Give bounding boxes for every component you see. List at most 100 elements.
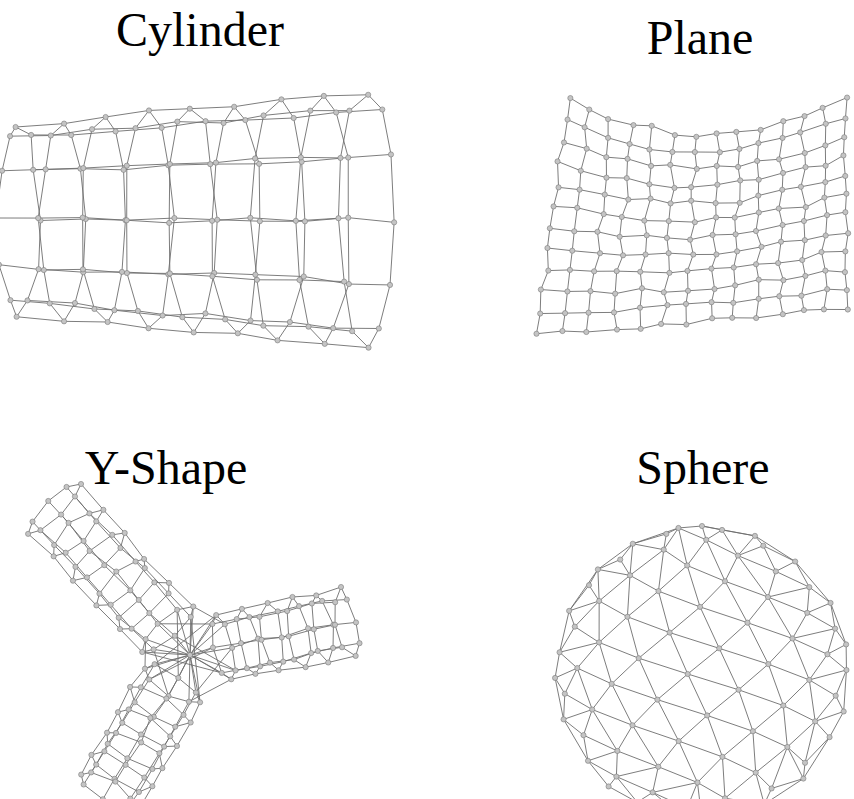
mesh-vertex	[704, 537, 709, 542]
mesh-edge	[800, 124, 826, 133]
mesh-edge	[739, 180, 740, 202]
mesh-vertex	[366, 92, 371, 97]
mesh-vertex	[287, 319, 292, 324]
mesh-edge	[61, 497, 75, 515]
mesh-edge	[612, 684, 633, 725]
mesh-edge	[190, 107, 234, 109]
mesh-vertex	[357, 641, 362, 646]
mesh-edge	[695, 217, 716, 222]
mesh-vertex	[705, 713, 710, 718]
mesh-edge	[190, 655, 200, 702]
mesh-edge	[290, 277, 304, 323]
mesh-edge	[640, 308, 642, 329]
mesh-vertex	[562, 311, 567, 316]
mesh-vertex	[84, 575, 89, 580]
mesh-edge	[116, 709, 129, 732]
mesh-edge	[783, 116, 804, 121]
mesh-edge	[129, 709, 151, 718]
mesh-vertex	[756, 296, 761, 301]
mesh-edge	[141, 718, 150, 742]
mesh-edge	[122, 220, 125, 272]
mesh-vertex	[820, 105, 825, 110]
mesh-edge	[658, 767, 697, 783]
mesh-vertex	[203, 311, 208, 316]
mesh-vertex	[561, 140, 566, 145]
mesh-vertex	[97, 591, 102, 596]
mesh-edge	[141, 687, 167, 698]
mesh-vertex	[232, 104, 237, 109]
mesh-vertex	[222, 622, 227, 627]
mesh-edge	[712, 317, 732, 318]
mesh-vertex	[261, 113, 266, 118]
mesh-edge	[651, 199, 671, 204]
mesh-vertex	[777, 294, 782, 299]
mesh-edge	[83, 129, 92, 168]
mesh-vertex	[81, 538, 86, 543]
mesh-edge	[259, 162, 302, 164]
mesh-vertex	[296, 604, 301, 609]
mesh-vertex	[692, 149, 697, 154]
mesh-edge	[620, 217, 622, 237]
mesh-edge	[627, 617, 638, 658]
mesh-vertex	[781, 278, 786, 283]
mesh-vertex	[604, 175, 609, 180]
mesh-vertex	[738, 178, 743, 183]
mesh-edge	[316, 587, 341, 595]
mesh-edge	[580, 190, 605, 195]
mesh-edge	[792, 629, 835, 639]
mesh-edge	[630, 550, 664, 576]
mesh-vertex	[714, 252, 719, 257]
mesh-vertex	[105, 741, 110, 746]
mesh-vertex	[187, 106, 192, 111]
mesh-edge	[691, 201, 695, 222]
mesh-vertex	[631, 123, 636, 128]
mesh-edge	[713, 234, 736, 236]
mesh-edge	[40, 530, 65, 552]
mesh-edge	[212, 163, 216, 221]
mesh-vertex	[801, 307, 806, 312]
mesh-vertex	[332, 622, 337, 627]
mesh-edge	[806, 166, 826, 167]
mesh-vertex	[36, 267, 41, 272]
mesh-vertex	[578, 168, 583, 173]
mesh-edge	[304, 221, 305, 276]
mesh-edge	[69, 513, 90, 522]
mesh-vertex	[759, 244, 764, 249]
mesh-vertex	[321, 93, 326, 98]
mesh-vertex	[717, 150, 722, 155]
mesh-vertex	[780, 187, 785, 192]
mesh-edge	[46, 136, 51, 170]
mesh-edge	[554, 187, 559, 206]
mesh-vertex	[823, 268, 828, 273]
mesh-edge	[800, 132, 805, 153]
mesh-vertex	[117, 626, 122, 631]
mesh-edge	[783, 221, 804, 225]
mesh-edge	[776, 562, 795, 572]
mesh-vertex	[736, 687, 741, 692]
mesh-edge	[83, 219, 85, 272]
mesh-vertex	[737, 200, 742, 205]
mesh-edge	[40, 219, 85, 221]
mesh-edge	[756, 263, 778, 264]
mesh-edge	[333, 328, 379, 329]
mesh-edge	[261, 636, 288, 639]
mesh-edge	[717, 132, 737, 134]
mesh-vertex	[801, 218, 806, 223]
shape-title: Y-Shape	[85, 442, 248, 495]
mesh-edge	[617, 751, 658, 767]
mesh-edge	[667, 238, 690, 240]
mesh-edge	[130, 590, 149, 613]
mesh-vertex	[803, 165, 808, 170]
mesh-edge	[697, 757, 722, 783]
mesh-edge	[126, 742, 142, 764]
mesh-edge	[213, 643, 241, 647]
mesh-edge	[722, 757, 755, 773]
mesh-vertex	[552, 675, 557, 680]
mesh-vertex	[597, 251, 602, 256]
mesh-vertex	[709, 300, 714, 305]
mesh-vertex	[676, 525, 681, 530]
mesh-edge	[616, 751, 618, 777]
mesh-edge	[104, 751, 125, 764]
mesh-edge	[688, 289, 715, 291]
mesh-edge	[216, 609, 242, 615]
